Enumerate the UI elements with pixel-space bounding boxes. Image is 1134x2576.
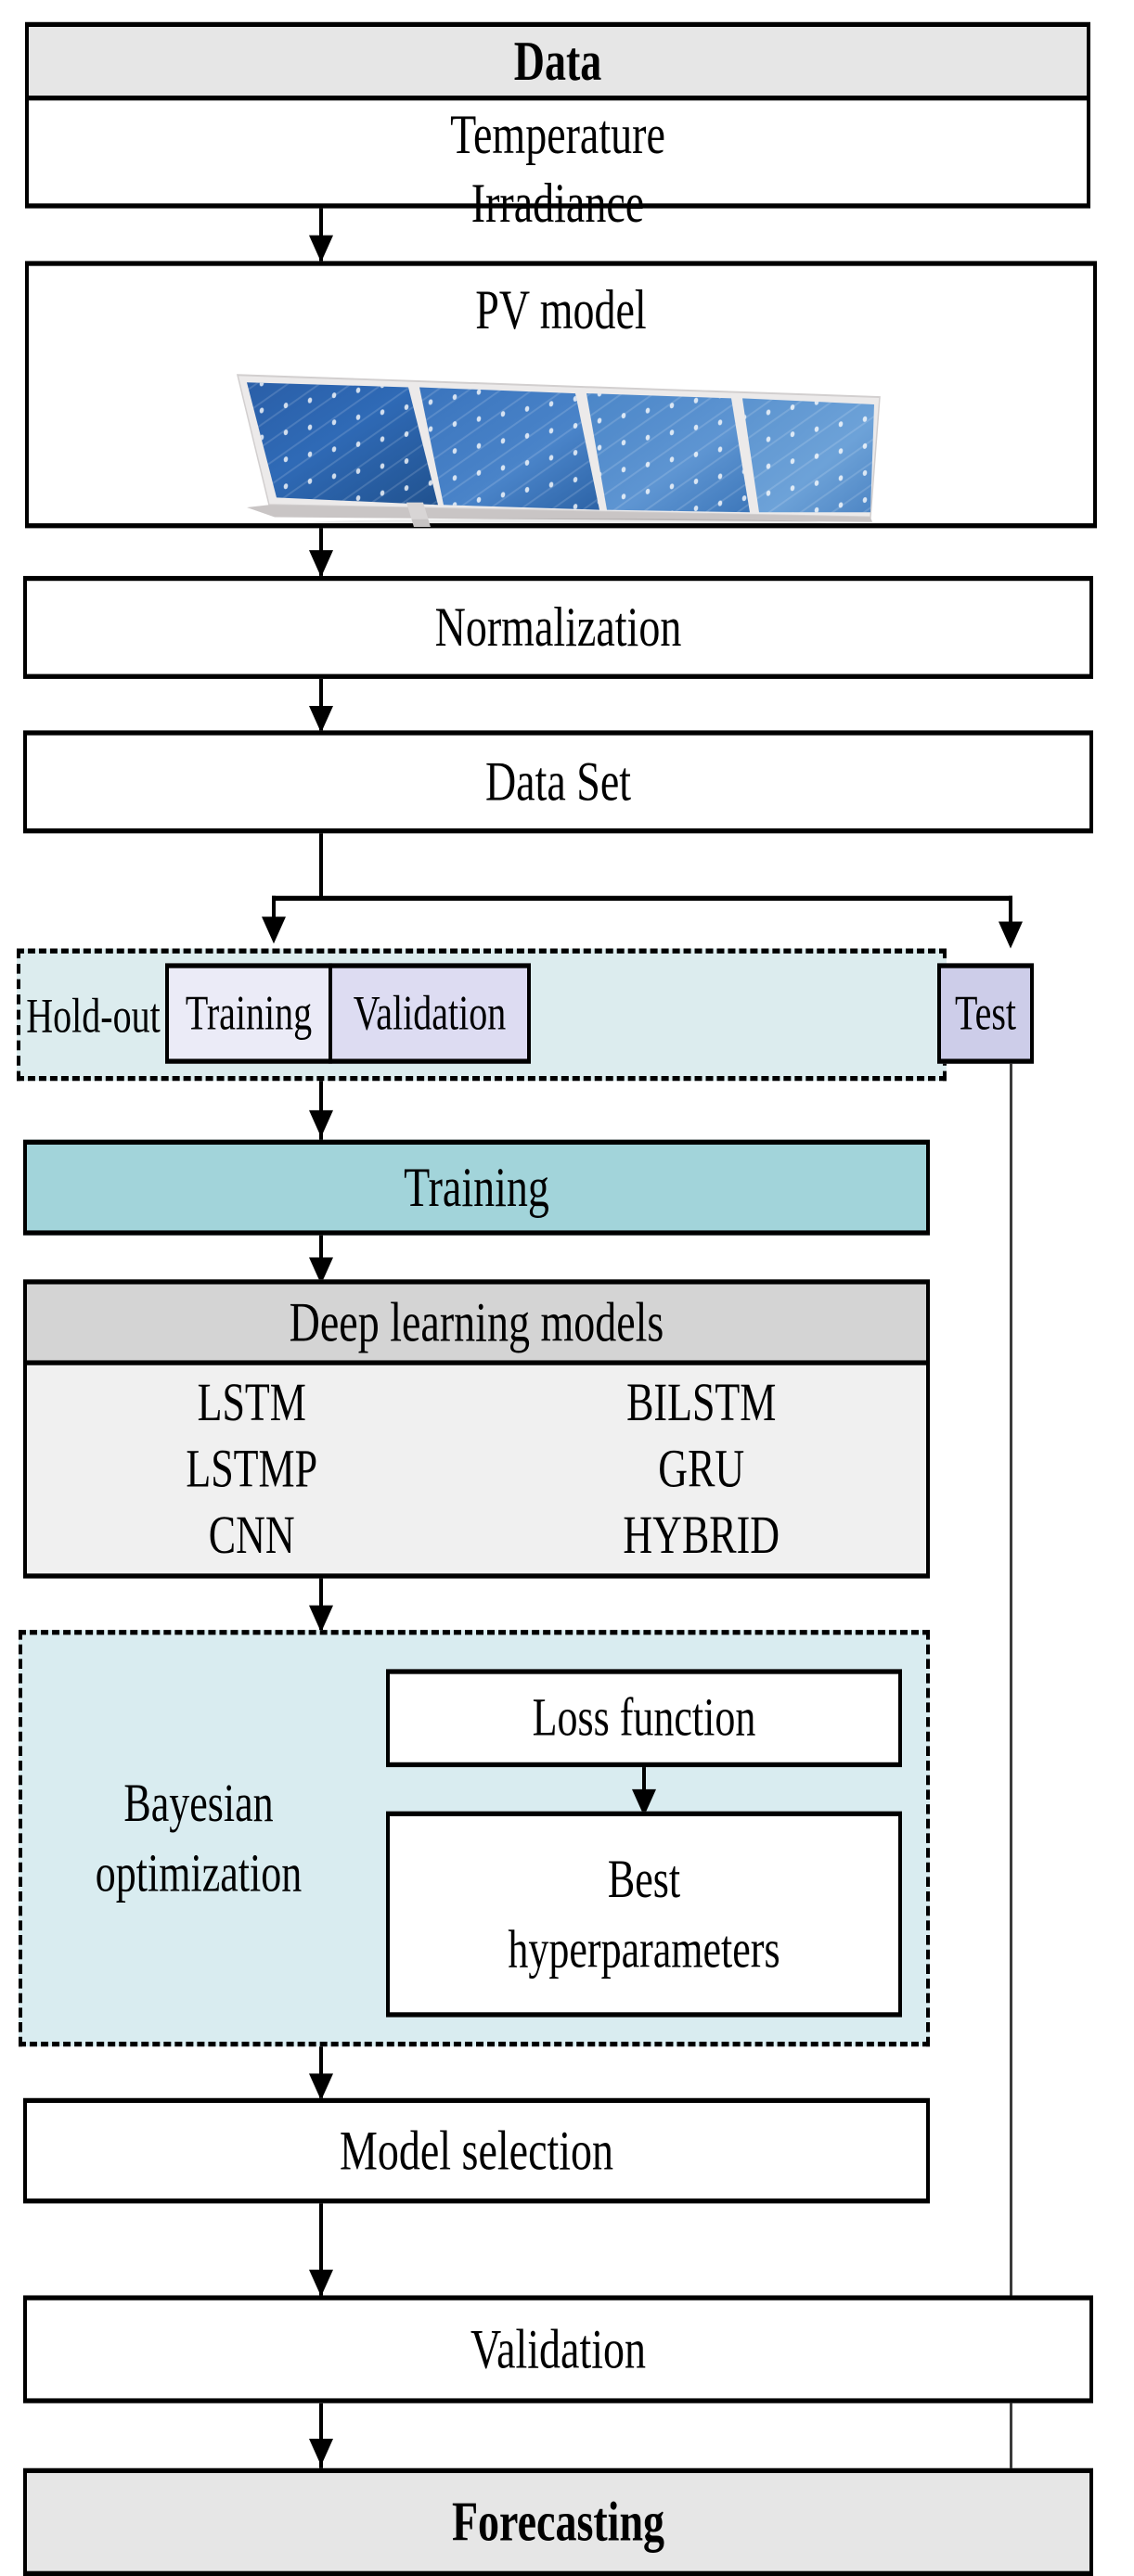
node-validation: Validation [23,2295,1093,2403]
node-loss-function: Loss function [386,1669,902,1768]
connector-dataset-branch-bar [272,895,1012,902]
models-row: LSTMP GRU [27,1437,926,1503]
node-hold-out-label: Hold-out [26,987,161,1043]
arrowhead-bayesian-to-model-selection [309,2073,333,2101]
arrowhead-pv-to-normalization [309,550,333,578]
node-pv-model-label-wrap: PV model [29,266,1093,345]
node-hold-out-label-wrap: Hold-out [26,968,161,1061]
node-bayesian-label-wrap: Bayesian optimization [28,1764,369,1912]
node-normalization: Normalization [23,575,1093,679]
arrowhead-branch-to-training [262,916,286,944]
node-data-set-label: Data Set [484,750,632,813]
node-model-selection-label: Model selection [339,2119,614,2182]
node-training-label: Training [404,1155,549,1219]
node-deep-learning-models: Deep learning models LSTM BILSTM LSTMP G… [23,1279,930,1579]
node-validation-label: Validation [470,2317,647,2380]
node-models-header-label: Deep learning models [289,1290,664,1353]
node-bayesian-label: Bayesian optimization [95,1773,303,1903]
node-model-selection: Model selection [23,2097,930,2204]
arrowhead-holdout-to-training [309,1109,333,1138]
connector-dataset-branch-stem [319,833,323,899]
arrowhead-data-to-pv [309,235,333,263]
node-split-validation-label: Validation [353,984,507,1041]
node-best-hyperparameters: Best hyperparameters [386,1811,902,2018]
arrowhead-normalization-to-dataset [309,705,333,734]
node-data-header-label: Data [513,29,602,93]
node-data-body: Temperature Irradiance [29,100,1087,237]
node-split-test-label: Test [954,984,1017,1041]
models-row: CNN HYBRID [27,1503,926,1569]
connector-branch-to-test [1009,895,1012,930]
node-models-grid: LSTM BILSTM LSTMP GRU CNN HYBRID [27,1365,926,1574]
arrowhead-merge-to-validation [309,2269,333,2297]
node-training: Training [23,1139,930,1236]
node-models-header: Deep learning models [27,1284,926,1365]
connector-validation-to-forecasting [319,2403,323,2472]
node-loss-function-label: Loss function [532,1687,756,1749]
connector-model-selection-down [319,2203,323,2243]
connector-branch-to-training [272,895,276,929]
solar-panel-icon [232,355,882,528]
connector-test-to-validation-vertical [1010,1063,1012,2576]
model-name-hybrid: HYBRID [623,1505,780,1566]
models-row: LSTM BILSTM [27,1370,926,1436]
node-data-body-label: Temperature Irradiance [450,102,665,235]
connector-merge-to-validation [319,2233,323,2300]
model-name-gru: GRU [658,1439,745,1499]
model-name-cnn: CNN [208,1505,295,1566]
node-split-training: Training [165,963,332,1064]
node-split-training-label: Training [185,984,313,1041]
node-best-hyperparameters-label: Best hyperparameters [508,1849,780,1980]
node-normalization-label: Normalization [434,595,682,659]
arrowhead-branch-to-test [999,921,1023,949]
node-forecasting-label: Forecasting [451,2490,665,2553]
node-data-header: Data [29,27,1087,101]
arrowhead-validation-to-forecasting [309,2439,333,2467]
node-forecasting: Forecasting [23,2467,1093,2576]
arrowhead-models-to-bayesian [309,1605,333,1633]
node-split-test: Test [937,963,1034,1064]
node-pv-model-label: PV model [475,277,647,341]
node-data: Data Temperature Irradiance [25,21,1090,234]
model-name-lstmp: LSTMP [186,1439,318,1499]
model-name-bilstm: BILSTM [626,1372,777,1433]
node-data-set: Data Set [23,730,1093,834]
node-split-validation: Validation [329,963,531,1064]
model-name-lstm: LSTM [197,1372,306,1433]
